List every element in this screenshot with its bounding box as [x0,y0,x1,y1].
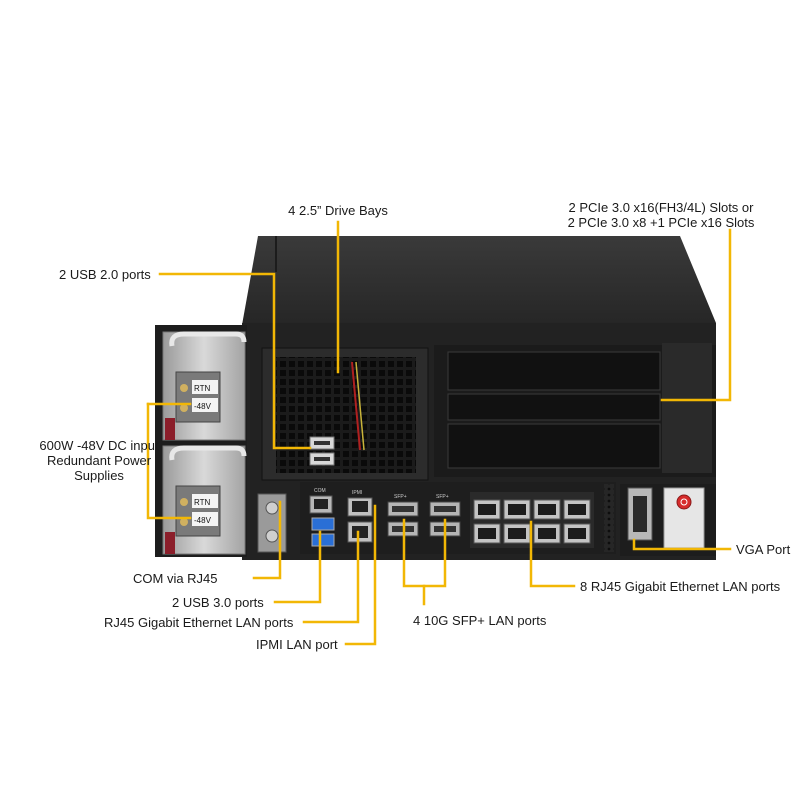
psu-2-handle [169,445,247,461]
pcie-slot-2 [447,393,661,421]
label-pcie-slots-line-2: 2 PCIe 3.0 x8 +1 PCIe x16 Slots [567,215,755,230]
label-pcie-slots-line-1: 2 PCIe 3.0 x16(FH3/4L) Slots or [568,200,754,215]
power-button-glyph [680,498,688,506]
label-psu-line-2: Redundant Power [46,453,152,468]
psu-1-screw-2 [180,404,188,412]
com-port-marking: COM [314,488,326,494]
usb20-port-2-slot [314,457,330,461]
callout-ipmi [344,504,377,646]
label-usb30: 2 USB 3.0 ports [172,595,264,610]
chassis-top [242,236,716,325]
usb30-port-1 [311,517,335,531]
psu-2-label-rtn [192,494,218,508]
callout-usb20 [158,272,312,450]
pcie-slot-1 [447,351,661,391]
drive-bay-wire [351,361,361,451]
callout-vga [632,538,732,551]
label-drive-bays: 4 2.5” Drive Bays [288,203,388,218]
label-psu: 600W -48V DC input Redundant Power Suppl… [18,438,180,483]
label-psu-line-3: Supplies [74,468,124,483]
psu-2-label-voltage [192,512,218,526]
label-com: COM via RJ45 [133,571,218,586]
psu-2-rtn-text: RTN [194,498,211,507]
label-rj45-8: 8 RJ45 Gigabit Ethernet LAN ports [580,579,781,594]
sfp-port-1-hole [392,506,414,512]
psu-1-handle [169,331,247,347]
ipmi-port-marking: IPMI [352,490,362,496]
vga-port-hole [633,496,647,532]
psu-2-terminal [175,485,221,537]
ipmi-port-hole [352,501,368,512]
psu-1-terminal [175,371,221,423]
pcie-bracket [662,343,712,473]
psu-2-screw-1 [180,498,188,506]
pcie-slot-3 [447,423,661,469]
power-button [676,494,692,510]
ground-stud-1 [265,501,279,515]
psu-1-voltage-text: -48V [194,402,212,411]
rj45-bank-holes [478,504,586,539]
callout-psu-2 [146,402,192,520]
com-port-hole [314,499,328,509]
sfp-port-3-hole [434,506,456,512]
callout-com [252,500,282,580]
psu-1-rtn-text: RTN [194,384,211,393]
psu-1-latch [165,418,175,440]
io-vent [604,484,614,552]
label-usb20: 2 USB 2.0 ports [59,267,151,282]
psu-2-latch [165,532,175,554]
usb30-port-2 [311,533,335,547]
ground-stud-2 [265,529,279,543]
rj45-gbe-port-hole [352,526,368,538]
label-sfp: 4 10G SFP+ LAN ports [413,613,547,628]
callout-usb30 [273,530,322,604]
callout-rj45-8 [529,520,576,588]
drive-bay-mesh [276,357,416,473]
psu-1-screw-1 [180,384,188,392]
callout-lines [146,220,732,646]
psu-1-label-rtn [192,380,218,394]
sfp-marking-1: SFP+ [394,494,407,500]
label-vga: VGA Port [736,542,791,557]
psu-2-voltage-text: -48V [194,516,212,525]
label-rj45-gbe: RJ45 Gigabit Ethernet LAN ports [104,615,294,630]
sfp-marking-2: SFP+ [436,494,449,500]
psu-1-label-voltage [192,398,218,412]
callout-pcie [660,228,732,402]
label-ipmi: IPMI LAN port [256,637,338,652]
callout-rj45 [302,530,360,624]
label-psu-line-1: 600W -48V DC input [39,438,159,453]
label-pcie-slots: 2 PCIe 3.0 x16(FH3/4L) Slots or 2 PCIe 3… [556,200,766,230]
drive-bay-wire-2 [355,361,365,451]
usb20-port-1-slot [314,441,330,445]
psu-2-screw-2 [180,518,188,526]
